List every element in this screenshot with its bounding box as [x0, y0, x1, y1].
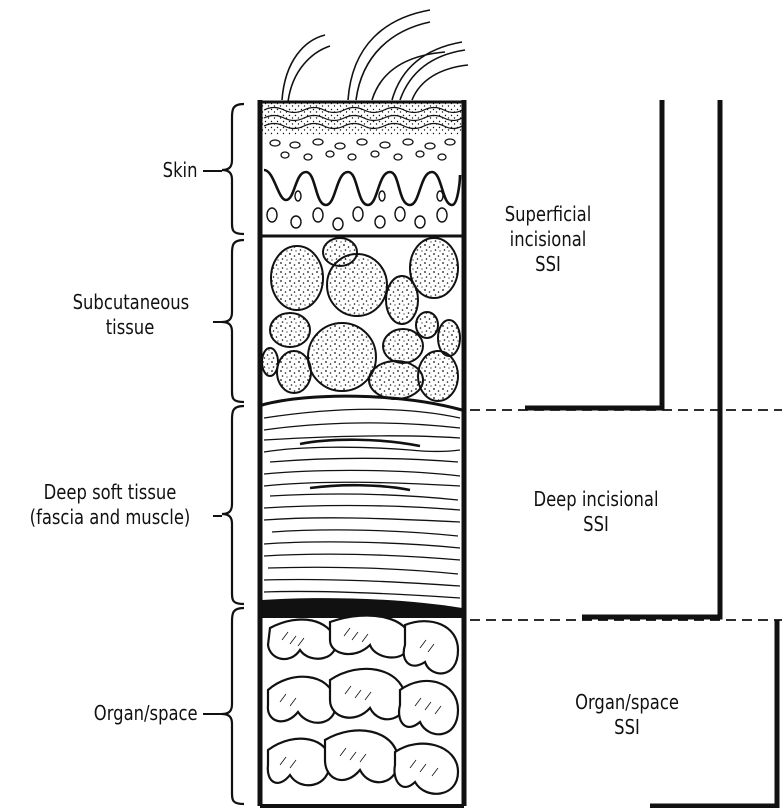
label-line: tissue	[73, 315, 188, 340]
layer-label-subcutaneous: Subcutaneous tissue	[73, 290, 188, 340]
deep-ssi-bracket	[582, 100, 720, 617]
skin-brace	[222, 104, 244, 234]
label-line: incisional	[491, 227, 606, 252]
label-line: Deep incisional	[514, 487, 678, 512]
subcutaneous-layer-illustration	[262, 238, 460, 401]
organ-space-brace	[222, 608, 244, 804]
ssi-label-superficial-incisional: Superficial incisional SSI	[491, 202, 606, 277]
label-line: SSI	[491, 252, 606, 277]
label-line: Deep soft tissue	[24, 480, 196, 505]
label-line: Organ/space	[557, 690, 696, 715]
layer-braces	[222, 104, 244, 804]
hair-illustration	[282, 10, 468, 102]
layer-label-skin: Skin	[163, 158, 198, 183]
ssi-label-deep-incisional: Deep incisional SSI	[514, 487, 678, 537]
label-tick-marks	[203, 171, 222, 714]
label-line: Superficial	[491, 202, 606, 227]
label-line: Subcutaneous	[73, 290, 188, 315]
label-line: Organ/space	[94, 701, 198, 726]
deep-soft-tissue-brace	[222, 406, 244, 604]
ssi-label-organ-space: Organ/space SSI	[557, 690, 696, 740]
organ-space-illustration	[262, 598, 462, 794]
label-line: (fascia and muscle)	[24, 505, 196, 530]
label-line: Skin	[163, 158, 198, 183]
skin-layer-illustration	[262, 103, 462, 235]
deep-soft-tissue-illustration	[262, 396, 462, 598]
layer-label-organ-space: Organ/space	[94, 701, 198, 726]
label-line: SSI	[514, 512, 678, 537]
subcutaneous-brace	[222, 240, 244, 402]
label-line: SSI	[557, 715, 696, 740]
layer-label-deep-soft-tissue: Deep soft tissue (fascia and muscle)	[24, 480, 196, 530]
